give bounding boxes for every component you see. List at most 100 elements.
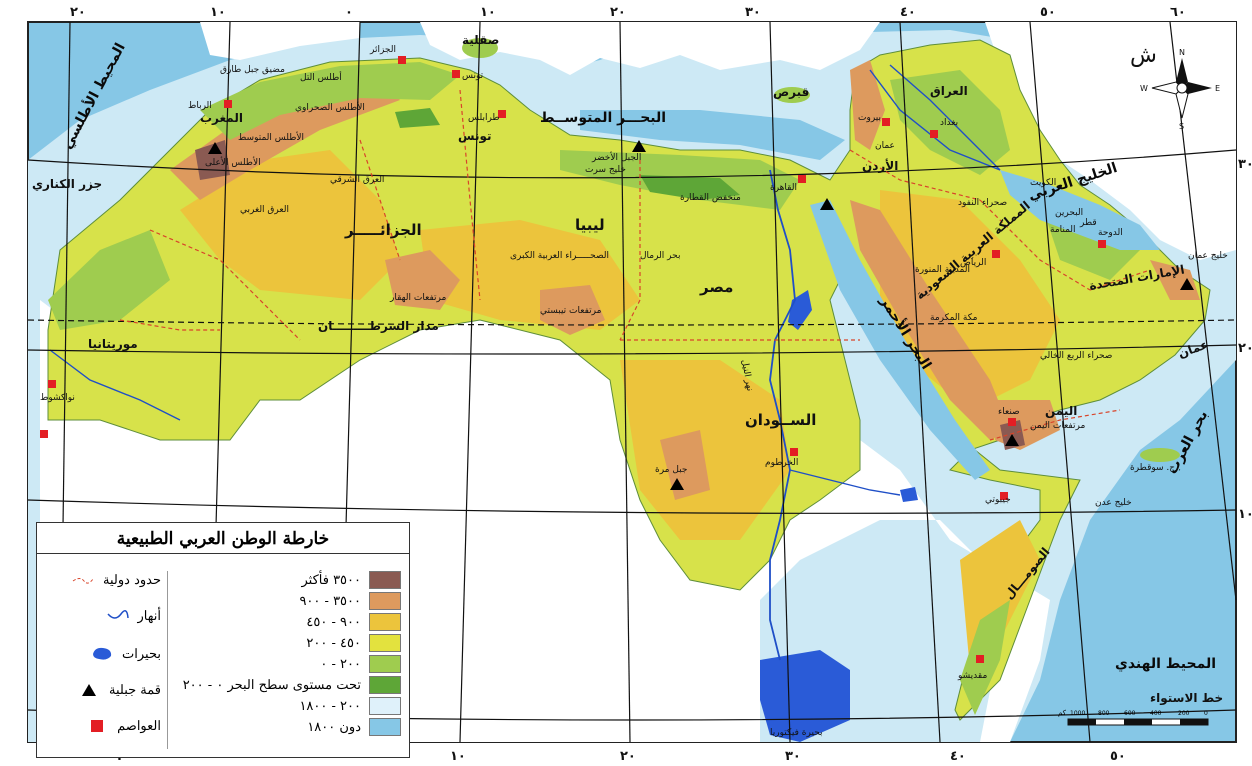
legend-swatch xyxy=(369,634,401,652)
peak-icon xyxy=(208,142,222,154)
mountain-peaks xyxy=(208,140,1194,490)
label-socotra: ج. سوقطرة xyxy=(1130,463,1175,473)
sicily-island xyxy=(462,38,498,58)
legend-elevation-row: ٩٠٠ - ٤٥٠ xyxy=(306,613,401,631)
capital-nouakchott-icon xyxy=(48,380,56,388)
scale-unit: كم xyxy=(1058,709,1067,717)
river-euphrates xyxy=(869,69,1001,171)
legend-symbol-row: أنهار xyxy=(106,607,161,625)
peak-icon xyxy=(670,478,684,490)
legend-elevation-row: ٢٠٠ - ٠ xyxy=(320,655,401,673)
capital-cairo-icon xyxy=(798,175,806,183)
lake-tana xyxy=(900,487,918,502)
capital-beirut-icon xyxy=(882,118,890,126)
legend-symbol-label: أنهار xyxy=(137,608,161,624)
label-lake-victoria: بحيرة فيكتوريا xyxy=(770,728,823,738)
legend: خارطة الوطن العربي الطبيعية ٣٥٠٠ فأكثر ٣… xyxy=(36,522,410,758)
scale-tick: 800 xyxy=(1098,710,1110,717)
label-mogadishu: مقديشو xyxy=(957,671,987,681)
highland-hejaz xyxy=(850,200,1010,440)
river-nile xyxy=(769,169,796,661)
legend-symbol-label: العواصم xyxy=(117,718,161,734)
tick-label: ٦٠ xyxy=(1170,5,1186,20)
legend-elevation-label: دون ١٨٠٠ xyxy=(307,719,361,735)
scale-tick: 0 xyxy=(1204,710,1208,717)
compass-n: N xyxy=(1179,48,1185,57)
legend-elevation-label: ٣٥٠٠ فأكثر xyxy=(301,572,361,588)
legend-elevation-row: ٣٥٠٠ فأكثر xyxy=(301,571,401,589)
compass-rose: N S E W xyxy=(1140,48,1220,131)
label-makkah: مكة المكرمة xyxy=(930,313,978,323)
label-west-erg: العرق الغربي xyxy=(240,205,289,215)
label-mauritania: موريتانيا xyxy=(88,337,138,352)
label-equator: خط الاستواء xyxy=(1150,691,1223,706)
scale-bar-segment xyxy=(1180,719,1208,725)
label-mediterranean: البحـــر المتوســط xyxy=(540,110,666,126)
label-libya: ليبيا xyxy=(575,216,605,234)
compass-east-arrow xyxy=(1182,82,1212,94)
label-atlas-tell: أطلس التل xyxy=(300,71,342,83)
label-tunisia: تونس xyxy=(458,129,492,144)
label-nafud: صحراء النفود xyxy=(958,198,1007,208)
scale-bar-graphic: كم 1000 800 600 400 200 0 xyxy=(1058,709,1209,726)
compass-center xyxy=(1176,82,1188,94)
tick-label: ٤٠ xyxy=(950,749,966,764)
capital-doha-icon xyxy=(1098,240,1106,248)
label-sudan: الســودان xyxy=(745,411,816,429)
tick-label: ٣٠ xyxy=(745,5,761,20)
legend-swatch xyxy=(369,697,401,715)
scale-tick: 400 xyxy=(1150,710,1162,717)
legend-elevation-row: دون ١٨٠٠ xyxy=(307,718,401,736)
legend-elevation-row: ٣٥٠٠ - ٩٠٠ xyxy=(299,592,401,610)
legend-symbol-label: بحيرات xyxy=(122,646,161,662)
lowland-somalia xyxy=(960,600,1010,715)
label-aden-gulf: خليج عدن xyxy=(1095,498,1132,508)
legend-divider xyxy=(167,571,168,749)
tick-label: ٠ xyxy=(345,5,353,20)
tick-label: ٥٠ xyxy=(1110,749,1126,764)
lowland-iraq xyxy=(890,70,1010,175)
tick-label: ٢٠ xyxy=(610,5,626,20)
peak-icon xyxy=(1005,434,1019,446)
label-green-mountain: الجبل الأخضر xyxy=(591,151,641,163)
scale-tick: 600 xyxy=(1124,710,1136,717)
label-sahara-atlas: الأطلس الصحراوي xyxy=(295,101,365,113)
scale-tick: 1000 xyxy=(1070,710,1085,717)
plateau-west xyxy=(180,150,400,300)
legend-elevation-label: ٢٠٠ - ١٨٠٠ xyxy=(299,698,361,714)
highland-hoggar xyxy=(385,250,460,310)
tick-label: ١٠ xyxy=(450,749,466,764)
label-beirut: بيروت xyxy=(858,113,881,123)
legend-swatch xyxy=(369,592,401,610)
other-land-europe xyxy=(200,22,360,60)
legend-title: خارطة الوطن العربي الطبيعية xyxy=(37,525,409,554)
label-hoggar: مرتفعات الهقار xyxy=(389,293,446,303)
mediterranean-east xyxy=(580,110,845,160)
tick-label: ٥٠ xyxy=(1040,5,1056,20)
label-medina: المدينة المنورة xyxy=(915,265,970,275)
peak-icon xyxy=(1180,278,1194,290)
tick-label: ٢٠ xyxy=(70,5,86,20)
label-middle-atlas: الأطلس المتوسط xyxy=(238,131,304,143)
label-algeria: الجزائـــــر xyxy=(344,221,422,239)
scale-bar-segment xyxy=(1124,719,1152,725)
north-letter: ش xyxy=(1130,43,1157,68)
socotra-island xyxy=(1140,448,1180,462)
legend-elevation-row: ٢٠٠ - ١٨٠٠ xyxy=(299,697,401,715)
legend-swatch xyxy=(369,676,401,694)
tick-label: ٣٠ xyxy=(1238,157,1252,172)
legend-elevation-row: ٤٥٠ - ٢٠٠ xyxy=(306,634,401,652)
legend-elevation-label: ٤٥٠ - ٢٠٠ xyxy=(306,635,361,651)
label-djibouti: جيبوتي xyxy=(985,495,1011,505)
capital-tunis-icon xyxy=(452,70,460,78)
compass-north-arrow xyxy=(1176,58,1188,88)
label-iraq: العراق xyxy=(930,84,968,98)
label-qattara: منخفض القطارة xyxy=(680,193,741,203)
capital-mogadishu-icon xyxy=(976,655,984,663)
label-riyadh: الرياض xyxy=(960,258,986,268)
capital-djibouti-icon xyxy=(1000,492,1008,500)
highland-levant xyxy=(850,60,885,150)
red-sea xyxy=(810,200,990,480)
plateau-sudan xyxy=(620,360,790,540)
